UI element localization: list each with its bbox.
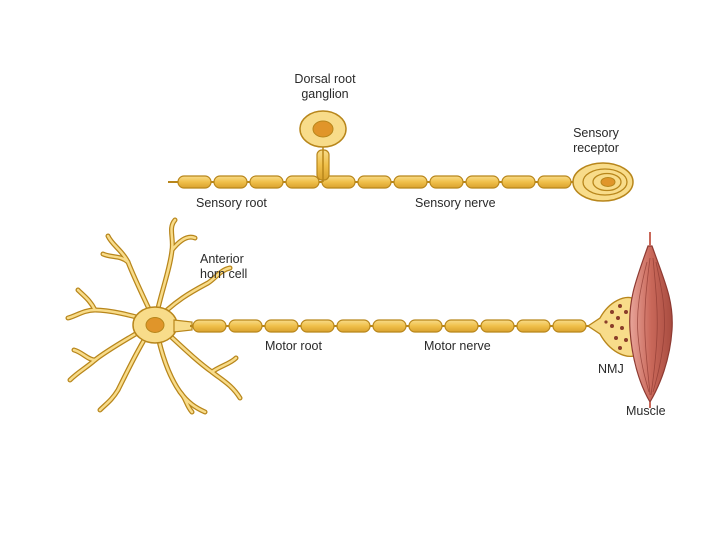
label-sensory-receptor: Sensory receptor: [573, 126, 619, 155]
sensory-myelin-segment: [321, 175, 356, 189]
motor-myelin-segment: [516, 319, 551, 333]
sensory-myelin-segments: [177, 175, 572, 189]
neuromuscular-junction: [586, 296, 635, 358]
motor-myelin-segment: [300, 319, 335, 333]
anterior-horn-cell: [65, 217, 243, 415]
sensory-myelin-segment: [501, 175, 536, 189]
sensory-myelin-segment: [285, 175, 320, 189]
sensory-myelin-segment: [429, 175, 464, 189]
sensory-myelin-segment: [393, 175, 428, 189]
sensory-myelin-segment: [537, 175, 572, 189]
motor-myelin-segments: [192, 319, 587, 333]
label-sensory-root: Sensory root: [196, 196, 267, 210]
label-motor-nerve: Motor nerve: [424, 339, 491, 353]
motor-myelin-segment: [192, 319, 227, 333]
motor-pathway: [65, 217, 673, 415]
muscle: [629, 232, 673, 408]
sensory-myelin-segment: [249, 175, 284, 189]
label-anterior-horn-cell: Anterior horn cell: [200, 252, 248, 281]
sensory-pathway: [168, 110, 634, 202]
sensory-myelin-segment: [357, 175, 392, 189]
motor-myelin-segment: [264, 319, 299, 333]
motor-myelin-segment: [372, 319, 407, 333]
sensory-myelin-segment: [213, 175, 248, 189]
label-dorsal-root-ganglion: Dorsal root ganglion: [294, 72, 356, 101]
motor-myelin-segment: [552, 319, 587, 333]
label-muscle: Muscle: [626, 404, 666, 418]
motor-myelin-segment: [480, 319, 515, 333]
sensory-myelin-segment: [465, 175, 500, 189]
label-motor-root: Motor root: [265, 339, 322, 353]
sensory-myelin-segment: [177, 175, 212, 189]
motor-myelin-segment: [408, 319, 443, 333]
motor-myelin-segment: [228, 319, 263, 333]
label-sensory-nerve: Sensory nerve: [415, 196, 496, 210]
motor-myelin-segment: [336, 319, 371, 333]
label-nmj: NMJ: [598, 362, 624, 376]
dorsal-root-ganglion-cell: [299, 110, 347, 182]
sensory-receptor-ending: [572, 162, 634, 202]
motor-myelin-segment: [444, 319, 479, 333]
